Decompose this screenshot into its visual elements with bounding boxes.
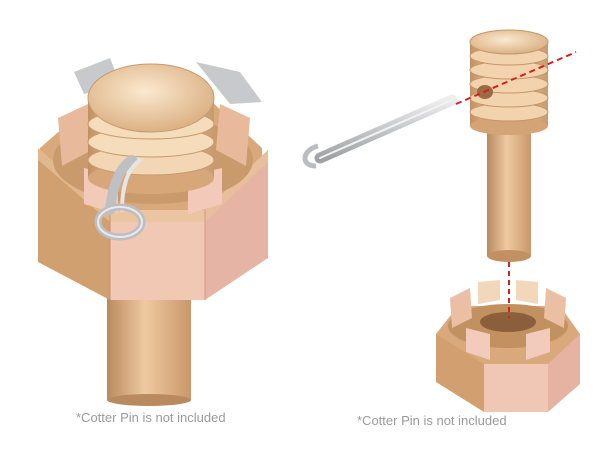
bolt-shank [107, 292, 191, 406]
assembled-caption: *Cotter Pin is not included [76, 410, 226, 425]
exploded-castle-nut [436, 280, 580, 412]
bolt-thread-end [87, 63, 215, 194]
exploded-bolt-shank [487, 116, 531, 262]
centerline-markers [455, 51, 577, 318]
cotter-pin-loose [302, 94, 458, 169]
assembled-view [38, 58, 268, 406]
exploded-bolt-threads [469, 29, 549, 135]
exploded-caption: *Cotter Pin is not included [357, 413, 507, 428]
cotter-pin-installed [94, 155, 146, 241]
exploded-view [302, 29, 580, 412]
